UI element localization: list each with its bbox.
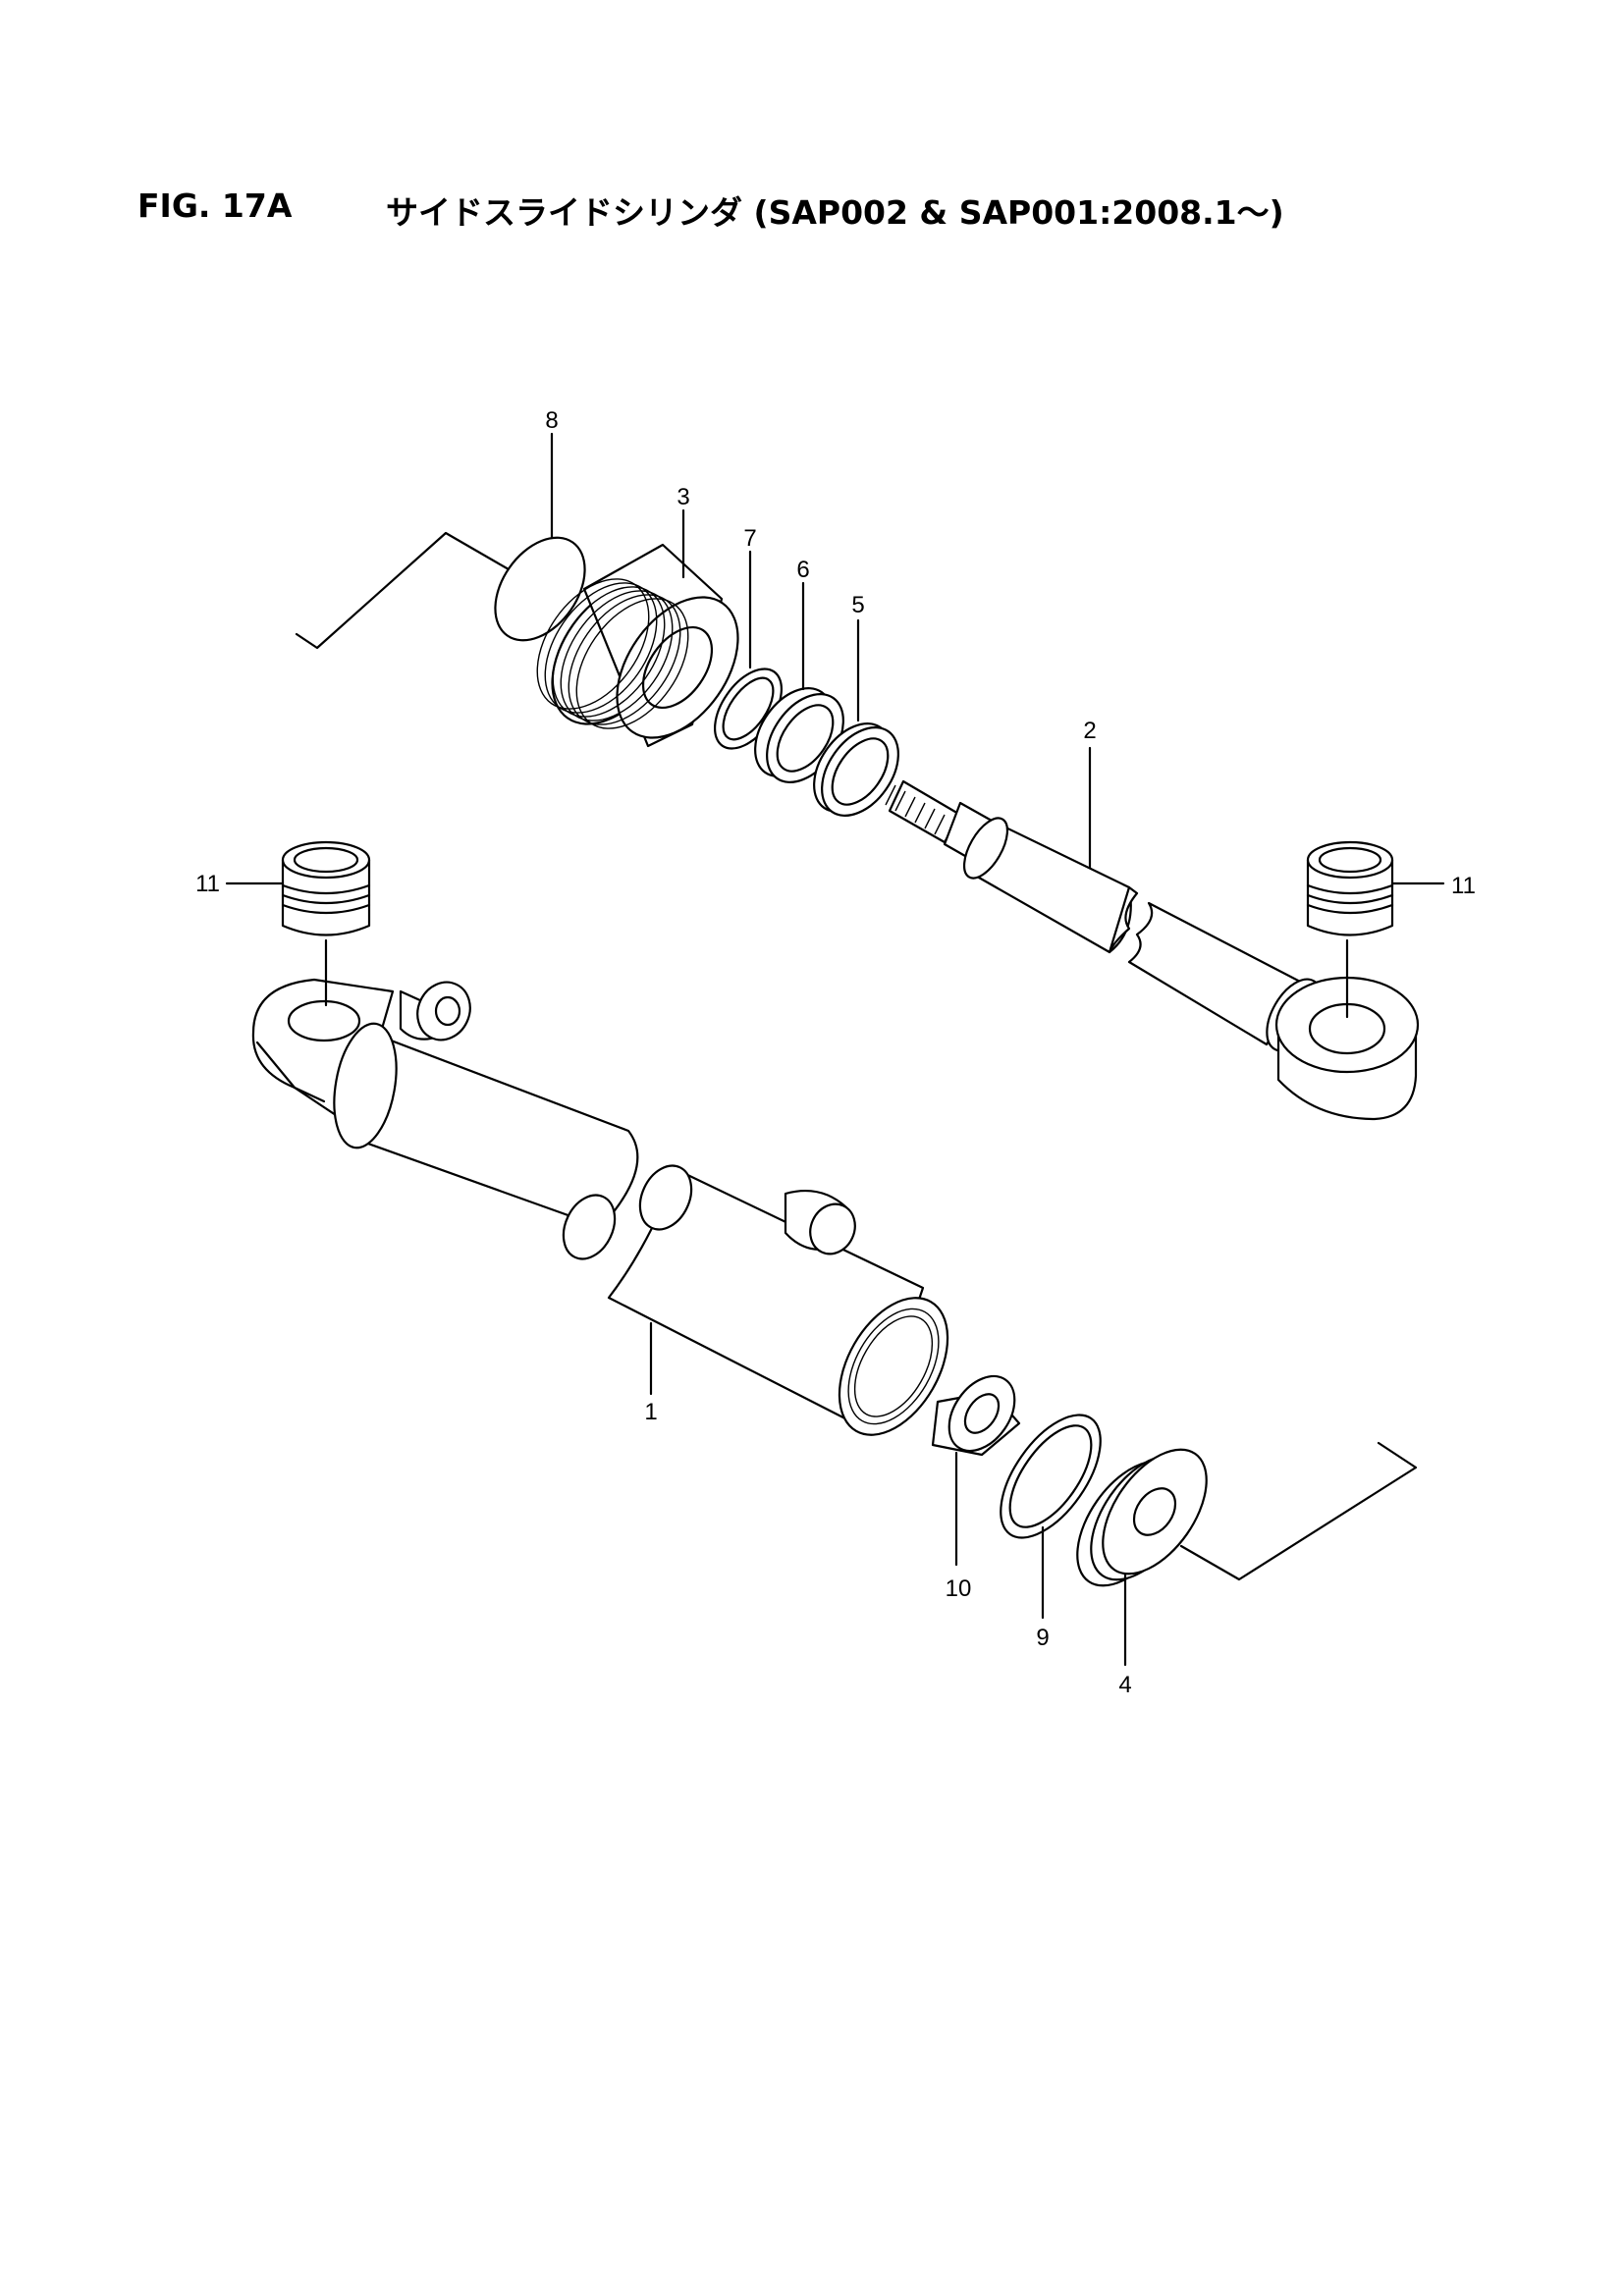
assembly-line-lower-right	[1179, 1441, 1418, 1581]
callout-2: 2	[1083, 718, 1096, 744]
part-4-piston	[1076, 1448, 1208, 1587]
callout-3: 3	[677, 484, 689, 510]
callout-6: 6	[796, 557, 809, 583]
callout-7: 7	[743, 525, 756, 552]
part-11-bushing-right	[1306, 840, 1394, 936]
part-9-o-ring	[1000, 1414, 1102, 1539]
part-8-o-ring	[494, 536, 586, 642]
leader-lines	[225, 432, 1445, 1667]
callout-9: 9	[1036, 1625, 1049, 1651]
part-1-cylinder-tube	[251, 978, 949, 1436]
part-5-dust-seal	[813, 722, 899, 817]
part-10-lock-nut	[931, 1374, 1021, 1457]
figure-number: FIG. 17A	[137, 187, 293, 225]
callout-8: 8	[545, 407, 558, 434]
callout-4: 4	[1118, 1672, 1131, 1698]
part-11-bushing-left	[281, 840, 371, 936]
callout-labels: 8 3 7 6 5 2 11 11 1 10 9 4	[195, 407, 1476, 1698]
callout-5: 5	[851, 592, 864, 618]
part-3-rod-guide	[536, 543, 739, 748]
figure-title: サイドスライドシリンダ (SAP002 & SAP001:2008.1～)	[386, 193, 1284, 232]
callout-11-right: 11	[1451, 873, 1476, 899]
part-2-piston-rod	[885, 779, 1420, 1121]
callout-10: 10	[946, 1575, 972, 1602]
callout-1: 1	[644, 1399, 657, 1425]
callout-11-left: 11	[195, 871, 220, 897]
assembly-line-upper-left	[295, 531, 511, 650]
